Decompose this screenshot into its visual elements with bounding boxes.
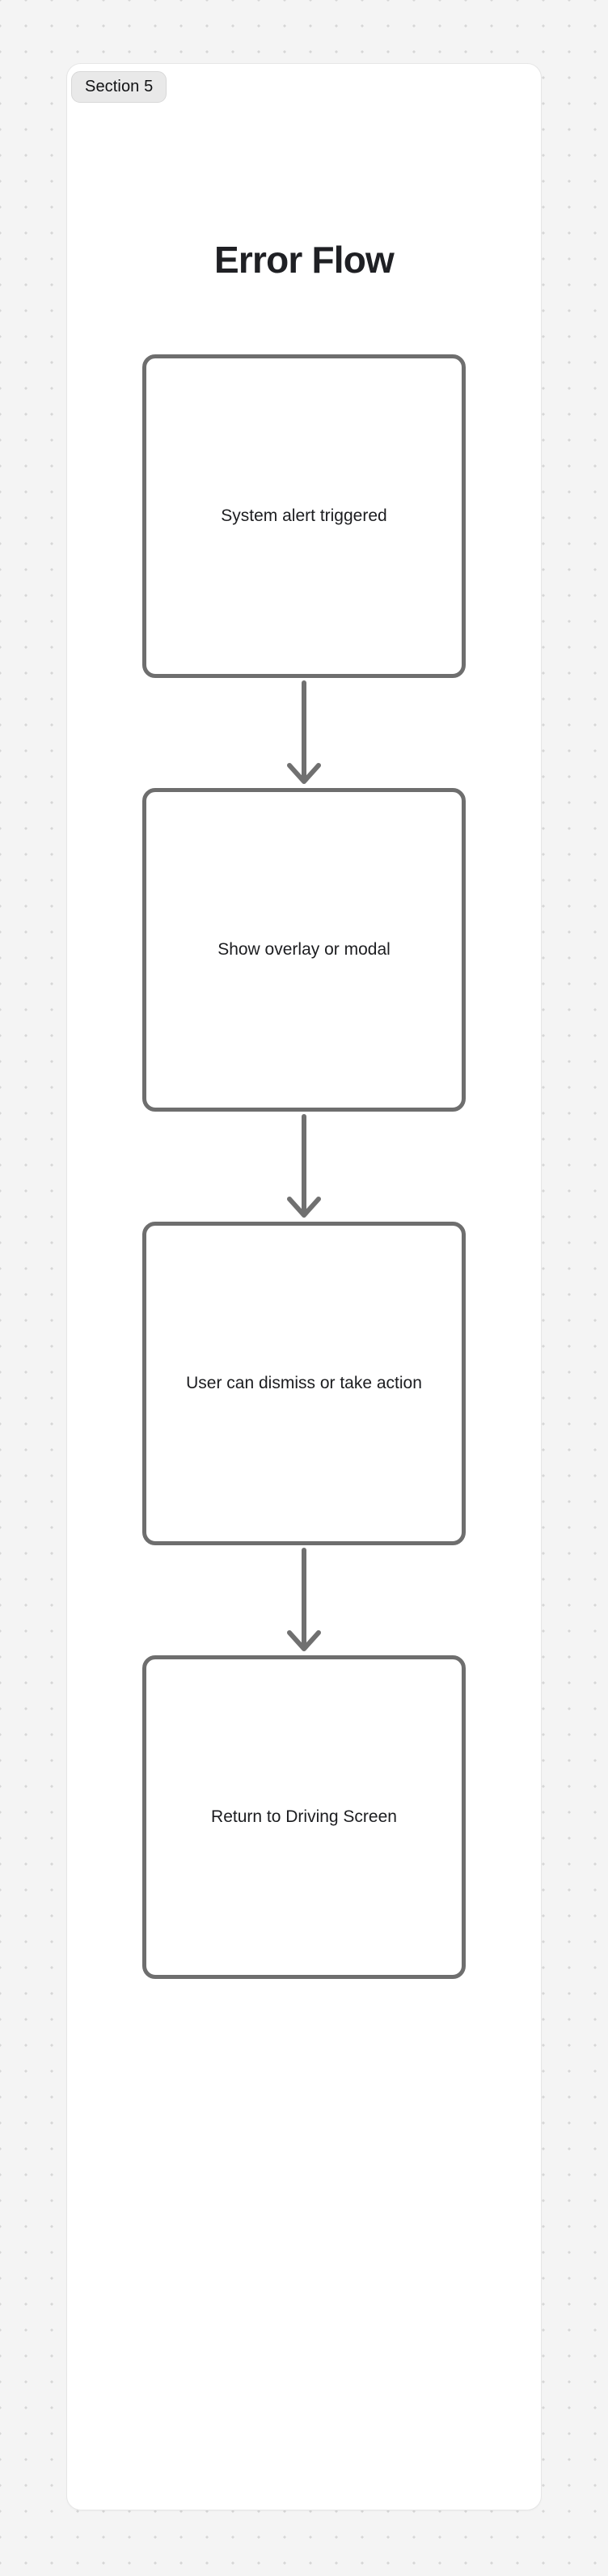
flow-node-label: User can dismiss or take action [186,1373,422,1392]
flow-node-label: System alert triggered [221,506,387,525]
flow-node-2[interactable]: Show overlay or modal [142,788,466,1112]
flow-node-label: Show overlay or modal [217,939,391,959]
flow-node-1[interactable]: System alert triggered [142,354,466,678]
arrow-down-icon [280,1545,328,1655]
page-title: Error Flow [213,239,395,281]
section-badge[interactable]: Section 5 [71,71,167,103]
flow-diagram: System alert triggered Show overlay or m… [66,354,542,1979]
arrow-down-icon [280,678,328,788]
flow-node-3[interactable]: User can dismiss or take action [142,1222,466,1545]
arrow-down-icon [280,1112,328,1222]
flow-node-4[interactable]: Return to Driving Screen [142,1655,466,1979]
flow-node-label: Return to Driving Screen [211,1807,397,1826]
